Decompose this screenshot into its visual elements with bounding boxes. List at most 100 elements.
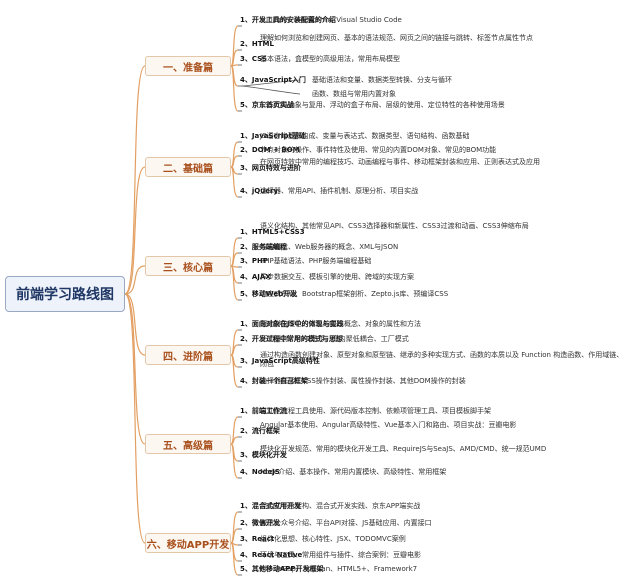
item-description: 自动化流程工具使用、源代码版本控制、依赖项管理工具、项目模板脚手架 xyxy=(260,407,491,415)
section-1-item-2[interactable]: 2、HTML xyxy=(240,40,274,49)
section-6-item-5[interactable]: 5、其他移动APP开发框架 xyxy=(240,565,324,574)
item-description: 响应式布局、Bootstrap框架剖析、Zepto.js库、预编译CSS xyxy=(260,290,449,298)
section-2[interactable]: 二、基础篇 xyxy=(145,157,231,177)
item-number: 1、 xyxy=(240,407,252,415)
section-3[interactable]: 三、核心篇 xyxy=(145,256,231,276)
section-1-item-5[interactable]: 5、京东首页实战 xyxy=(240,101,294,110)
section-3-item-5[interactable]: 5、移动Web开发 xyxy=(240,290,297,299)
item-description: 选择器框架、CSS操作封装、属性操作封装、其他DOM操作的封装 xyxy=(260,377,466,385)
item-title: DOM + BOM xyxy=(251,146,300,154)
item-title: PHP xyxy=(251,257,268,265)
section-4-item-4[interactable]: 4、封装一个自己框架 xyxy=(240,377,308,386)
item-title: JavaScript入门 xyxy=(251,76,306,84)
item-number: 1、 xyxy=(240,16,252,24)
section-6-item-2[interactable]: 2、微信开发 xyxy=(240,519,280,528)
item-description: 模块化开发规范、常用的模块化开发工具、RequireJS与SeaJS、AMD/C… xyxy=(260,445,547,453)
section-2-item-4[interactable]: 4、jQuery xyxy=(240,187,278,196)
section-1-item-3[interactable]: 3、CSS xyxy=(240,55,267,64)
item-description: 基本语法，盒模型的高级用法，常用布局模型 xyxy=(260,55,400,63)
item-number: 4、 xyxy=(240,377,252,385)
item-number: 1、 xyxy=(240,502,252,510)
item-title: AJAX xyxy=(251,273,271,281)
item-title: 封装一个自己框架 xyxy=(251,377,308,385)
item-description: 异步数据交互、模板引擎的使用、跨域的实现方案 xyxy=(260,273,414,281)
section-5-item-4[interactable]: 4、NodeJS xyxy=(240,468,280,477)
item-description: 理解如何浏览和创建网页、基本的语法规范、网页之间的链接与跳转、标签节点属性节点 xyxy=(260,34,533,42)
item-title: 网页特效与进阶 xyxy=(251,164,301,172)
section-6-item-4[interactable]: 4、React Native xyxy=(240,551,302,560)
item-number: 1、 xyxy=(240,320,252,328)
section-5-item-2[interactable]: 2、流行框架 xyxy=(240,427,280,436)
item-title: 模块化开发 xyxy=(251,451,287,459)
item-description: Angular基本使用、Angular高级特性、Vue基本入门和路由、项目实战：… xyxy=(260,421,517,429)
item-description: 混合式平台架构、混合式开发实践、京东APP端实战 xyxy=(260,502,421,510)
item-title: HTML5+CSS3 xyxy=(251,228,305,236)
item-number: 3、 xyxy=(240,535,252,543)
item-description: 语义化结构、其他常见API、CSS3选择器和新属性、CSS3过渡和动画、CSS3… xyxy=(260,222,529,230)
section-4-item-3[interactable]: 3、JavaScript高级特性 xyxy=(240,357,320,366)
item-number: 2、 xyxy=(240,427,252,435)
item-title: 前端工作流 xyxy=(251,407,287,415)
section-1-item-4[interactable]: 4、JavaScript入门 xyxy=(240,76,306,85)
section-3-item-4[interactable]: 4、AJAX xyxy=(240,273,271,282)
section-3-item-1[interactable]: 1、HTML5+CSS3 xyxy=(240,228,305,237)
section-2-item-3[interactable]: 3、网页特效与进阶 xyxy=(240,164,301,173)
item-description: PHP基础语法、PHP服务端编程基础 xyxy=(260,257,372,265)
item-title: CSS xyxy=(251,55,267,63)
item-number: 2、 xyxy=(240,519,252,527)
section-6-item-1[interactable]: 1、混合式应用开发 xyxy=(240,502,301,511)
item-description: PhoneGap、AppCan、HTML5+、Framework7 xyxy=(260,565,418,573)
item-number: 1、 xyxy=(240,132,252,140)
item-description: 基础语法和变量、数据类型转换、分支与循环 xyxy=(312,76,452,84)
item-description: sublime、webstorm、Visual Studio Code xyxy=(260,16,402,24)
section-4-item-1[interactable]: 1、面向对象在JS中的体现与实践 xyxy=(240,320,344,329)
item-number: 2、 xyxy=(240,243,252,251)
item-description: 节点对象的操作、事件特性及使用、常见的内置DOM对象、常见的BOM功能 xyxy=(260,146,497,154)
section-4-item-2[interactable]: 2、开发过程中常用的模式与思想 xyxy=(240,335,343,344)
item-description: Node介绍、基本操作、常用内置模块、高级特性、常用框架 xyxy=(260,468,447,476)
item-description: 端的概念、Web服务器的概念、XML与JSON xyxy=(260,243,399,251)
section-3-item-2[interactable]: 2、服务端编程 xyxy=(240,243,287,252)
item-number: 3、 xyxy=(240,164,252,172)
root-topic[interactable]: 前端学习路线图 xyxy=(5,276,125,312)
item-number: 5、 xyxy=(240,565,252,573)
item-number: 2、 xyxy=(240,335,252,343)
section-2-item-2[interactable]: 2、DOM + BOM xyxy=(240,146,300,155)
item-number: 3、 xyxy=(240,451,252,459)
item-title: 移动Web开发 xyxy=(251,290,298,298)
section-1-item-1[interactable]: 1、开发工具的安装配置的介绍 xyxy=(240,16,336,25)
item-title: 面向对象在JS中的体现与实践 xyxy=(251,320,344,328)
item-number: 2、 xyxy=(240,146,252,154)
section-1[interactable]: 一、准备篇 xyxy=(145,56,231,76)
item-title: jQuery xyxy=(251,187,278,195)
item-title: HTML xyxy=(251,40,274,48)
item-title: 服务端编程 xyxy=(251,243,287,251)
section-6[interactable]: 六、移动APP开发 xyxy=(145,533,231,553)
item-number: 4、 xyxy=(240,273,252,281)
item-title: React xyxy=(251,535,275,543)
item-title: 其他移动APP开发框架 xyxy=(251,565,324,573)
item-title: JavaScript基础 xyxy=(251,132,306,140)
item-title: 京东首页实战 xyxy=(251,101,294,109)
item-description: 面向对象理论、对象的基本概念、对象的属性和方法 xyxy=(260,320,421,328)
section-4[interactable]: 四、进阶篇 xyxy=(145,345,231,365)
item-description: 开闭原则、MVC思想、高内聚低耦合、工厂模式 xyxy=(260,335,409,343)
section-3-item-3[interactable]: 3、PHP xyxy=(240,257,268,266)
item-title: 开发过程中常用的模式与思想 xyxy=(251,335,343,343)
item-number: 5、 xyxy=(240,101,252,109)
item-number: 2、 xyxy=(240,40,252,48)
section-2-item-1[interactable]: 1、JavaScript基础 xyxy=(240,132,306,141)
item-description: 组件化思想、核心特性、JSX、TODOMVC案例 xyxy=(260,535,406,543)
item-number: 4、 xyxy=(240,468,252,476)
item-number: 4、 xyxy=(240,76,252,84)
section-5-item-3[interactable]: 3、模块化开发 xyxy=(240,451,287,460)
section-6-item-3[interactable]: 3、React xyxy=(240,535,274,544)
section-5-item-1[interactable]: 1、前端工作流 xyxy=(240,407,287,416)
item-number: 3、 xyxy=(240,257,252,265)
item-number: 3、 xyxy=(240,357,252,365)
section-5[interactable]: 五、高级篇 xyxy=(145,434,231,454)
item-description: JS语言的基本构成、变量与表达式、数据类型、语句结构、函数基础 xyxy=(260,132,470,140)
item-number: 4、 xyxy=(240,551,252,559)
item-description-2: 函数、数组与常用内置对象 xyxy=(312,90,396,98)
